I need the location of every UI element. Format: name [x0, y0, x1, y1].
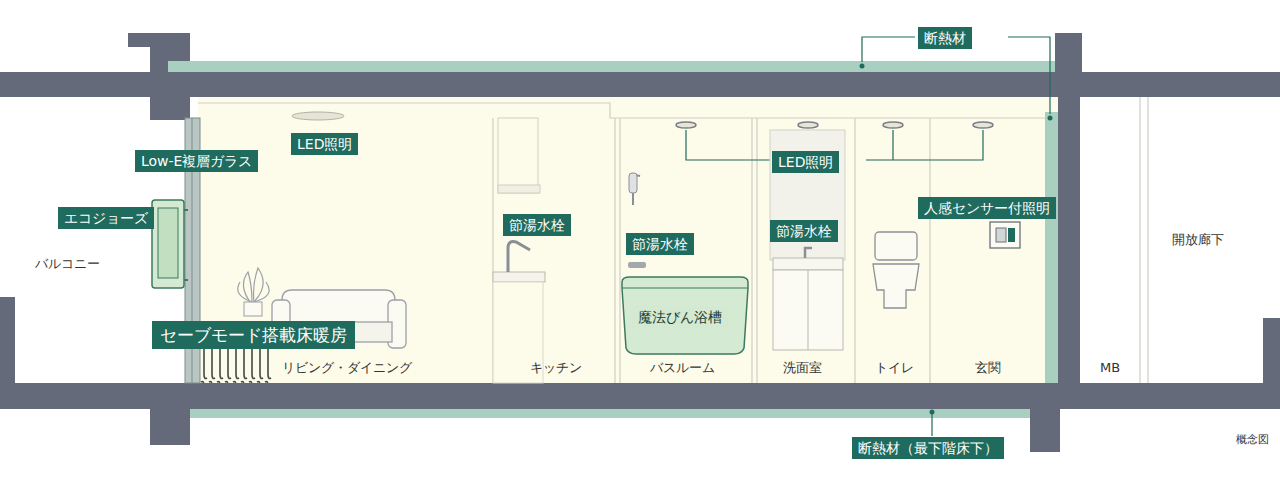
tag-text: 魔法びん浴槽 — [638, 308, 722, 326]
callout-tag: エコジョーズ — [58, 207, 154, 229]
tag-text: 断熱材 — [924, 29, 966, 47]
tag-text: 節湯水栓 — [776, 222, 832, 240]
tag-text: LED照明 — [778, 153, 833, 171]
room-label: トイレ — [875, 360, 914, 376]
room-label: 洗面室 — [783, 360, 822, 376]
room-label: 概念図 — [1236, 432, 1269, 448]
tag-text: エコジョーズ — [64, 209, 148, 227]
room-label: バルコニー — [35, 256, 100, 272]
tag-text: 節湯水栓 — [509, 216, 565, 234]
tag-text: LED照明 — [297, 135, 352, 153]
tag-text: 人感センサー付照明 — [924, 199, 1050, 217]
callout-tag: LED照明 — [291, 133, 358, 155]
callout-tag: 人感センサー付照明 — [918, 197, 1056, 219]
room-label: リビング・ダイニング — [282, 360, 412, 376]
callout-tag: LED照明 — [772, 151, 839, 173]
callout-tag: セーブモード搭載床暖房 — [152, 321, 355, 349]
callout-tag: 断熱材（最下階床下） — [852, 437, 1004, 459]
tag-text: 断熱材（最下階床下） — [858, 439, 998, 457]
callout-tag: Low-E複層ガラス — [135, 150, 258, 172]
room-label: バスルーム — [650, 360, 715, 376]
callout-tag: 断熱材 — [918, 27, 972, 49]
tag-text: Low-E複層ガラス — [141, 152, 252, 170]
callout-tag: 節湯水栓 — [503, 214, 571, 236]
room-label: MB — [1100, 360, 1120, 376]
room-label: キッチン — [530, 360, 582, 376]
room-label: 開放廊下 — [1172, 232, 1224, 248]
bathtub-tag: 魔法びん浴槽 — [632, 306, 728, 328]
tag-text: 節湯水栓 — [632, 235, 688, 253]
callout-tag: 節湯水栓 — [626, 233, 694, 255]
room-label: 玄関 — [975, 360, 1001, 376]
tag-text: セーブモード搭載床暖房 — [160, 324, 347, 346]
callout-tag: 節湯水栓 — [770, 220, 838, 242]
